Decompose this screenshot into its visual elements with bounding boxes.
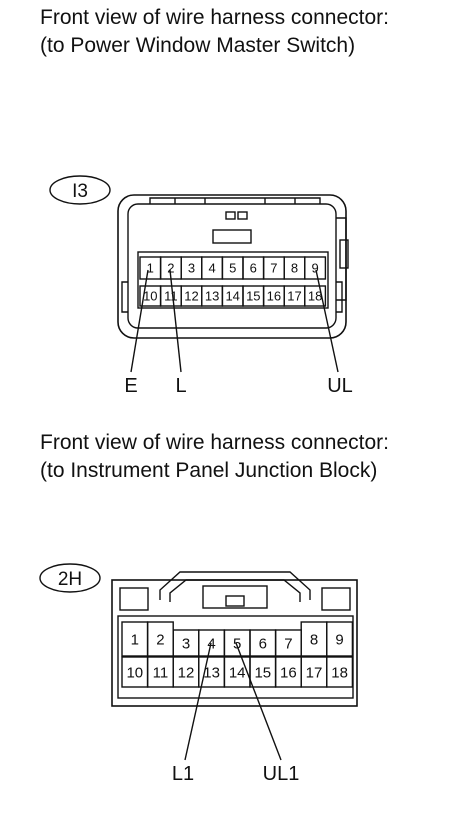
leader-line-ul — [315, 269, 339, 373]
pin-number: 1 — [131, 631, 139, 648]
pin-number: 5 — [229, 261, 236, 276]
pin-number: 5 — [233, 635, 241, 652]
pin-number: 17 — [287, 289, 301, 304]
connector-inner-rim — [127, 203, 337, 329]
leader-line-l — [169, 269, 182, 373]
pin-number: 3 — [188, 261, 195, 276]
pin-number: 11 — [153, 664, 169, 681]
side-notch — [119, 587, 149, 611]
signal-label-ul1: UL1 — [263, 763, 300, 785]
top-hood — [159, 571, 311, 600]
leader-line-e — [130, 269, 149, 373]
pin-number: 2 — [156, 631, 164, 648]
pin-number: 4 — [207, 635, 215, 652]
pin-number: 13 — [205, 289, 219, 304]
side-clip — [336, 217, 347, 301]
pin-number: 7 — [284, 635, 292, 652]
pin-number: 9 — [335, 631, 343, 648]
pin-number: 2 — [167, 261, 174, 276]
pin-number: 12 — [184, 289, 198, 304]
pin-number: 12 — [178, 664, 195, 681]
latch — [212, 229, 252, 244]
pin-cell — [304, 285, 327, 307]
signal-label-l1: L1 — [172, 763, 194, 785]
side-slot — [336, 281, 343, 313]
caption-line-2: (to Power Window Master Switch) — [40, 34, 356, 57]
caption-master-switch: Front view of wire harness connector: (t… — [40, 4, 389, 60]
pin-number: 18 — [331, 664, 348, 681]
keying-square — [237, 211, 248, 220]
pin-number: 3 — [182, 635, 190, 652]
pin-number: 8 — [291, 261, 298, 276]
top-ridge — [149, 197, 321, 204]
pin-number: 4 — [208, 261, 215, 276]
pin-number: 1 — [147, 261, 154, 276]
pin-number: 13 — [203, 664, 220, 681]
pin-number: 6 — [259, 635, 267, 652]
side-clip-tab — [339, 239, 349, 269]
pin-number: 15 — [254, 664, 271, 681]
leader-line-ul1 — [235, 642, 282, 761]
caption-junction-block: Front view of wire harness connector: (t… — [40, 429, 389, 485]
caption-line-2: (to Instrument Panel Junction Block) — [40, 459, 378, 482]
connector-id-label: I3 — [72, 181, 88, 202]
pin-cell — [326, 656, 354, 688]
pin-number: 10 — [126, 664, 143, 681]
signal-label-ul: UL — [327, 375, 353, 397]
latch-window — [225, 595, 245, 607]
pin-number: 10 — [143, 289, 157, 304]
connector-id-bubble — [49, 175, 111, 205]
side-slot — [121, 281, 128, 313]
signal-label-e: E — [124, 375, 137, 397]
pin-number: 11 — [164, 289, 178, 304]
pin-number: 17 — [306, 664, 323, 681]
top-hood-inner — [169, 579, 301, 602]
pin-number: 8 — [310, 631, 318, 648]
keying-square — [225, 211, 236, 220]
side-notch — [321, 587, 351, 611]
pin-number: 7 — [270, 261, 277, 276]
caption-line-1: Front view of wire harness connector: — [40, 6, 389, 29]
hood-latch — [202, 585, 268, 609]
signal-label-l: L — [175, 375, 186, 397]
connector-id-bubble — [39, 563, 101, 593]
pin-number: 14 — [225, 289, 239, 304]
caption-line-1: Front view of wire harness connector: — [40, 431, 389, 454]
pin-number: 14 — [229, 664, 246, 681]
pin-number: 18 — [308, 289, 322, 304]
pin-number: 16 — [280, 664, 297, 681]
connector-id-label: 2H — [58, 569, 82, 590]
leader-line-l1 — [184, 642, 212, 761]
pin-number: 16 — [267, 289, 281, 304]
pin-number: 9 — [311, 261, 318, 276]
pin-cell — [326, 621, 354, 657]
pin-number: 6 — [250, 261, 257, 276]
pin-number: 15 — [246, 289, 260, 304]
pin-cell — [304, 256, 327, 280]
pin-frame — [137, 251, 329, 309]
